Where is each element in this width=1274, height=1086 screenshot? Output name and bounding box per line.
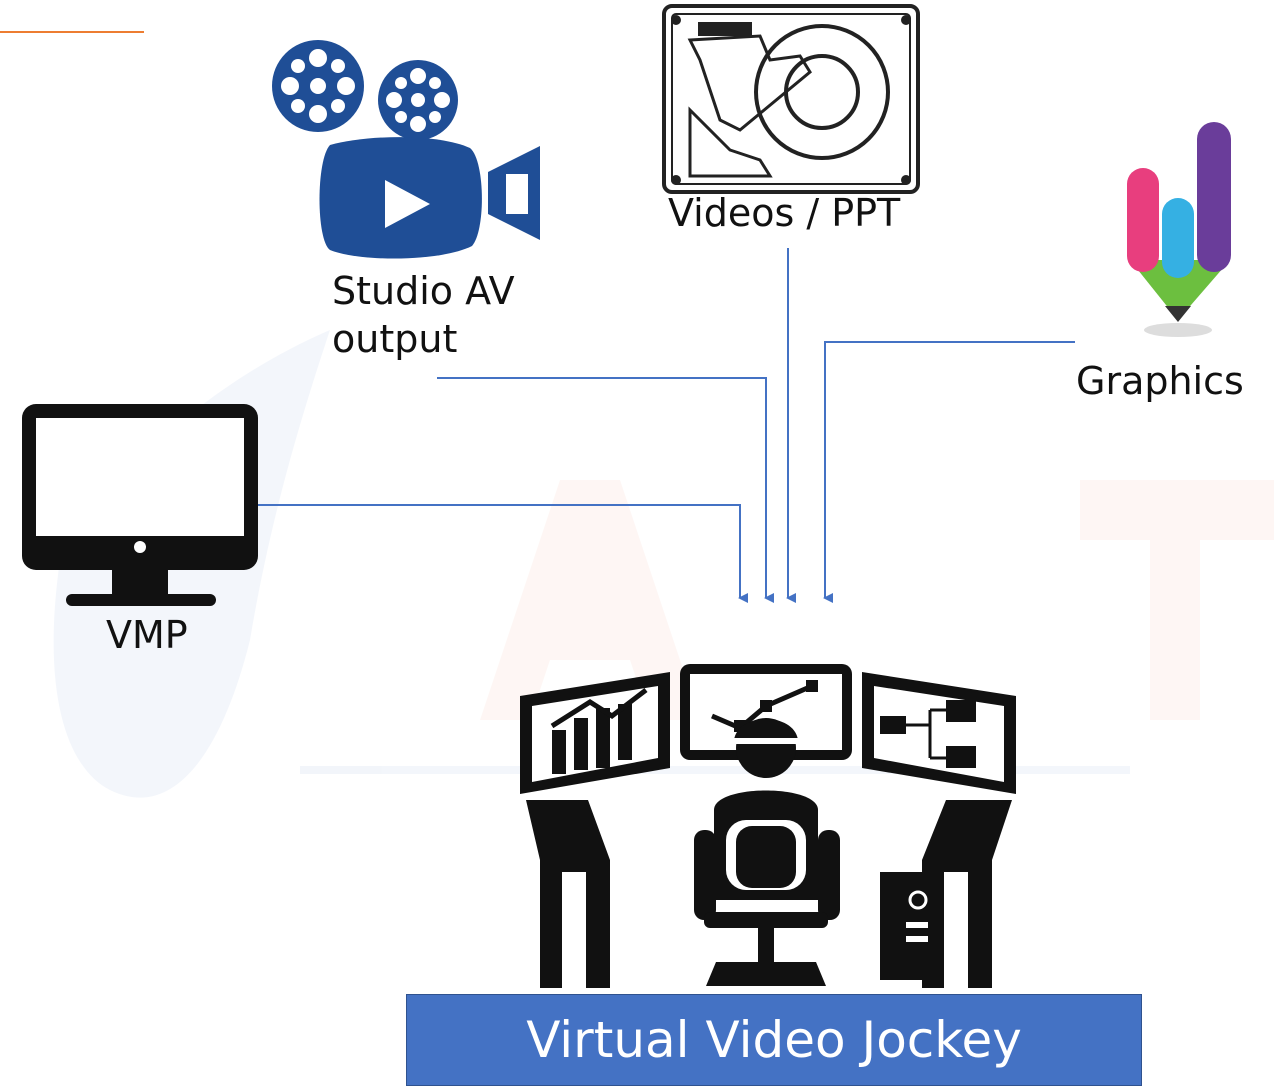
graphics-pencil-icon [1127, 122, 1231, 337]
operator-workstation-icon [520, 664, 1016, 988]
virtual-video-jockey-label: Virtual Video Jockey [526, 1011, 1022, 1069]
monitor-icon [22, 404, 258, 606]
movie-camera-icon [272, 40, 540, 259]
studio-label: Studio AV output [332, 269, 515, 361]
vmp-label: VMP [106, 613, 188, 657]
graphics-label: Graphics [1076, 359, 1244, 403]
hard-drive-icon [662, 4, 920, 194]
connector-vmp [236, 504, 748, 603]
connector-graphics [823, 341, 1075, 603]
virtual-video-jockey-box: Virtual Video Jockey [406, 994, 1142, 1086]
connector-studio [437, 377, 774, 603]
videos-label: Videos / PPT [668, 191, 901, 235]
